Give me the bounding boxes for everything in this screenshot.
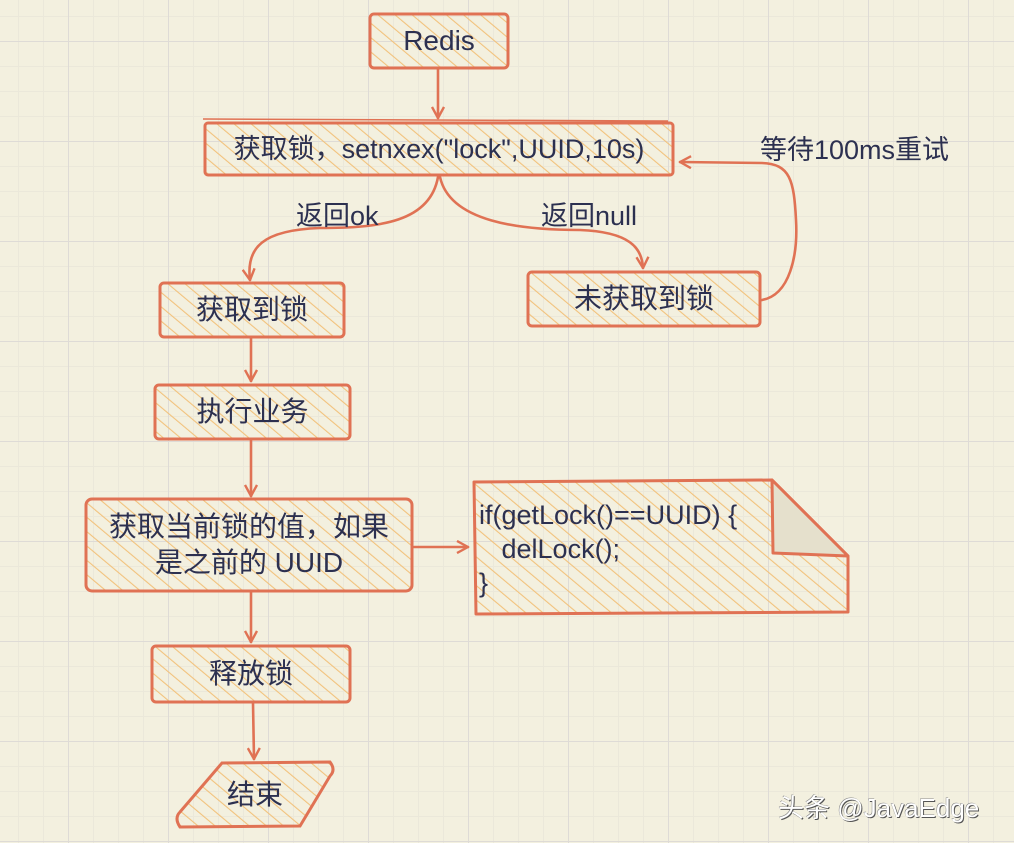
node-check-lock-value-label: 获取当前锁的值，如果 是之前的 UUID — [86, 499, 412, 591]
code-line-2: delLock(); — [479, 534, 621, 564]
node-got-lock-label: 获取到锁 — [195, 294, 308, 325]
node-check-lock-value — [84, 497, 414, 593]
node-execute-label: 执行业务 — [196, 396, 309, 427]
node-not-got-lock — [526, 270, 762, 328]
node-redis-label: Redis — [403, 25, 475, 56]
code-line-3: } — [479, 568, 489, 598]
node-end-label: 结束 — [226, 779, 283, 810]
node-release-lock — [150, 644, 352, 704]
code-note-text: if(getLock()==UUID) { delLock();} — [479, 498, 737, 600]
node-got-lock — [158, 281, 346, 339]
edge-label-ok: 返回ok — [296, 201, 379, 231]
watermark: 头条 @JavaEdge — [778, 793, 980, 823]
edge-release-to-end — [253, 701, 254, 761]
node-execute-business — [153, 383, 352, 441]
node-not-got-lock-label: 未获取到锁 — [573, 283, 714, 314]
edge-label-retry: 等待100ms重试 — [760, 135, 950, 165]
code-note — [472, 478, 850, 616]
node-acquire-label: 获取锁，setnxex("lock",UUID,10s) — [233, 134, 645, 164]
edge-acquire-to-not-got-lock — [438, 175, 643, 270]
node-release-label: 释放锁 — [208, 658, 293, 689]
edge-acquire-to-got-lock — [249, 175, 440, 282]
node-acquire-lock — [202, 118, 675, 177]
node-end — [175, 760, 335, 829]
node-check-line1: 获取当前锁的值，如果 — [108, 511, 389, 542]
edge-retry-loop — [678, 162, 798, 302]
node-check-line2: 是之前的 UUID — [154, 547, 344, 578]
code-line-1: if(getLock()==UUID) { — [479, 500, 738, 530]
edge-label-null: 返回null — [541, 201, 638, 231]
